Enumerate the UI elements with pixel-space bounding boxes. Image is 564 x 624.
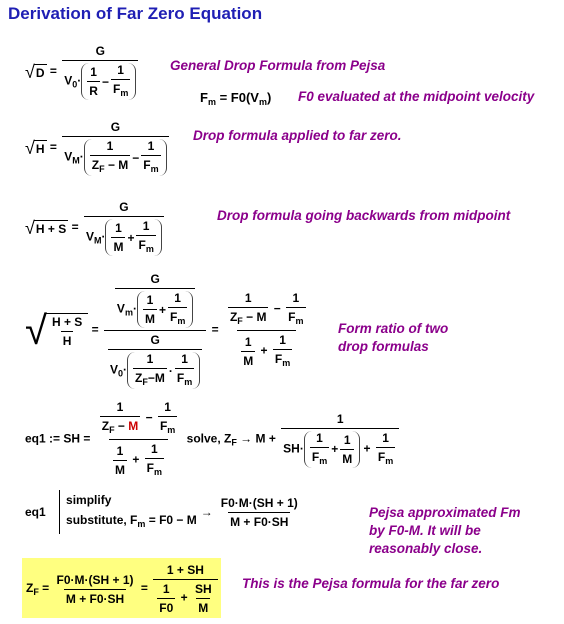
note-f0-midpoint: F0 evaluated at the midpoint velocity	[298, 89, 535, 104]
equation-fm-def: Fm = F0(Vm)	[200, 90, 272, 108]
page-title: Derivation of Far Zero Equation	[8, 4, 263, 23]
note-backwards: Drop formula going backwards from midpoi…	[217, 208, 511, 223]
equation-eq1-simplify: eq1 simplify substitute, Fm = F0 − M → F…	[25, 490, 302, 534]
result-highlight	[22, 558, 221, 618]
note-general-drop: General Drop Formula from Pejsa	[170, 58, 386, 73]
note-far-zero: Drop formula applied to far zero.	[193, 128, 402, 143]
note-final: This is the Pejsa formula for the far ze…	[242, 576, 500, 591]
